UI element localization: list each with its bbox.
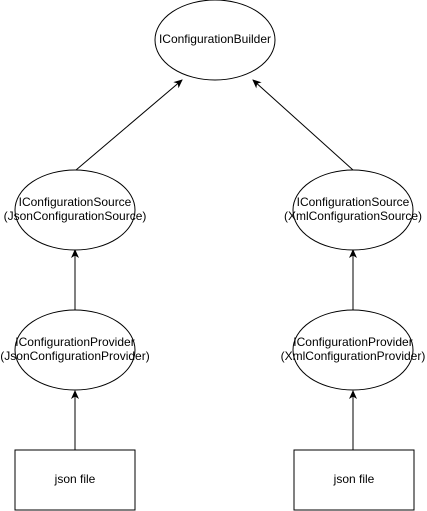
left-file-label: json file <box>54 472 96 486</box>
builder-ellipse <box>154 0 276 81</box>
xml-provider-ellipse <box>292 309 414 391</box>
edge-json-source-to-builder <box>75 79 183 171</box>
right-file-label: json file <box>333 472 375 486</box>
edges <box>71 79 357 450</box>
json-provider-ellipse <box>14 309 136 391</box>
json-provider-label-line1: IConfigurationProvider <box>15 335 134 349</box>
node-configuration-builder: IConfigurationBuilder <box>154 0 276 81</box>
node-xml-configuration-source: IConfigurationSource (XmlConfigurationSo… <box>284 169 422 251</box>
xml-source-label-line1: IConfigurationSource <box>297 195 410 209</box>
xml-source-ellipse <box>292 169 414 251</box>
left-file-box <box>14 449 136 511</box>
xml-source-label-line2: (XmlConfigurationSource) <box>284 209 422 223</box>
xml-provider-label-line2: (XmlConfigurationProvider) <box>281 349 426 363</box>
node-xml-configuration-provider: IConfigurationProvider (XmlConfiguration… <box>281 309 426 391</box>
node-json-configuration-source: IConfigurationSource (JsonConfigurationS… <box>4 169 147 251</box>
node-left-json-file: json file <box>14 449 136 511</box>
builder-label: IConfigurationBuilder <box>159 32 271 46</box>
xml-provider-label-line1: IConfigurationProvider <box>293 335 412 349</box>
edge-xml-source-to-builder <box>252 79 354 171</box>
node-json-configuration-provider: IConfigurationProvider (JsonConfiguratio… <box>0 309 150 391</box>
json-source-ellipse <box>14 169 136 251</box>
json-source-label-line1: IConfigurationSource <box>19 195 132 209</box>
node-right-json-file: json file <box>293 449 415 511</box>
json-source-label-line2: (JsonConfigurationSource) <box>4 209 147 223</box>
json-provider-label-line2: (JsonConfigurationProvider) <box>0 349 149 363</box>
right-file-box <box>293 449 415 511</box>
